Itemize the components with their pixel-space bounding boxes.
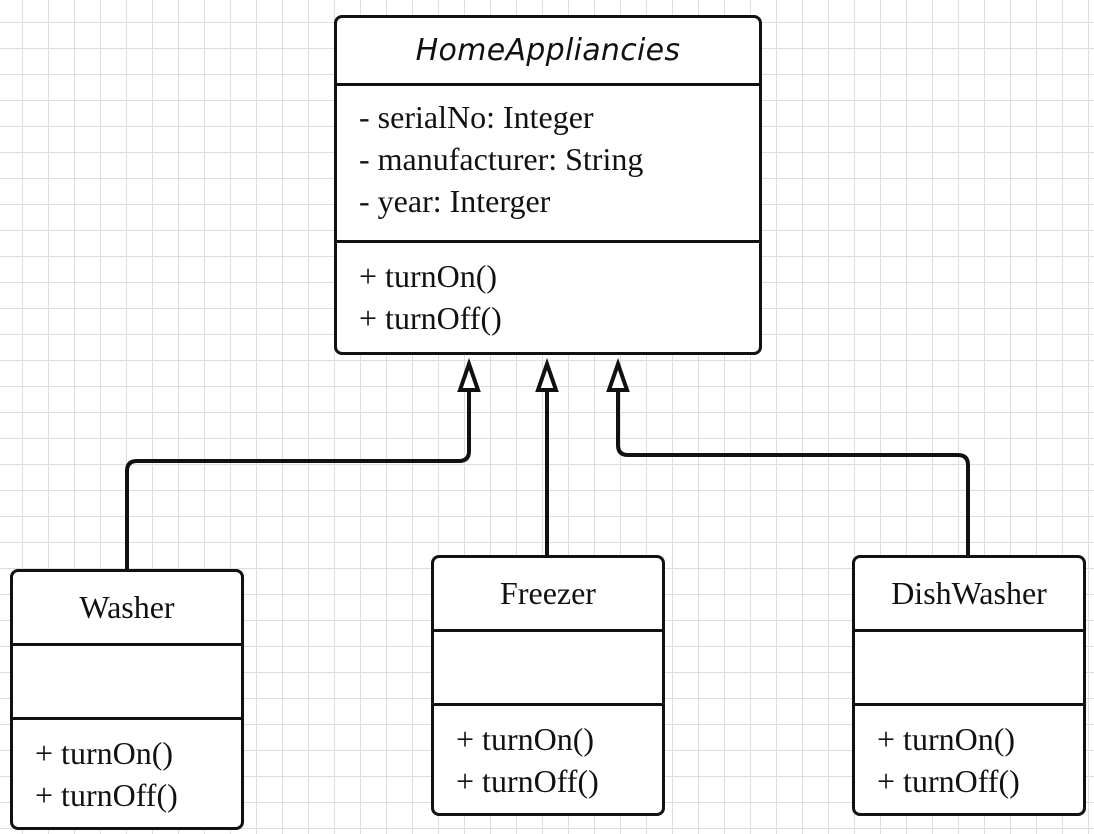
method-turn-off: + turnOff() [359,300,502,336]
class-dishwasher[interactable]: DishWasher + turnOn() + turnOff() [852,555,1086,816]
method-turn-on: + turnOn() [359,258,498,294]
method-turn-on: + turnOn() [456,721,595,757]
attribute-year: - year: Interger [359,183,551,219]
methods-section: + turnOn() + turnOff() [434,706,662,802]
methods-section: + turnOn() + turnOff() [13,720,241,816]
method-turn-on: + turnOn() [877,721,1016,757]
attributes-section [855,632,1083,706]
washer-inheritance-arrowhead [457,357,481,392]
class-title: HomeAppliancies [337,18,759,86]
attributes-section: - serialNo: Integer - manufacturer: Stri… [337,86,759,243]
attribute-manufacturer: - manufacturer: String [359,141,644,177]
class-title: Freezer [434,558,662,632]
freezer-inheritance-arrowhead [535,357,559,392]
class-freezer[interactable]: Freezer + turnOn() + turnOff() [431,555,665,816]
dishwasher-inheritance-arrowhead [606,357,630,392]
method-turn-off: + turnOff() [35,777,178,813]
class-washer[interactable]: Washer + turnOn() + turnOff() [10,569,244,830]
attributes-section [13,646,241,720]
method-turn-off: + turnOff() [456,763,599,799]
method-turn-off: + turnOff() [877,763,1020,799]
class-title: DishWasher [855,558,1083,632]
methods-section: + turnOn() + turnOff() [855,706,1083,802]
attributes-section [434,632,662,706]
dishwasher-inheritance-line[interactable] [616,390,970,557]
methods-section: + turnOn() + turnOff() [337,243,759,339]
class-home-appliancies[interactable]: HomeAppliancies - serialNo: Integer - ma… [334,15,762,355]
class-title: Washer [13,572,241,646]
method-turn-on: + turnOn() [35,735,174,771]
attribute-serial-no: - serialNo: Integer [359,99,594,135]
washer-inheritance-line[interactable] [125,390,471,570]
